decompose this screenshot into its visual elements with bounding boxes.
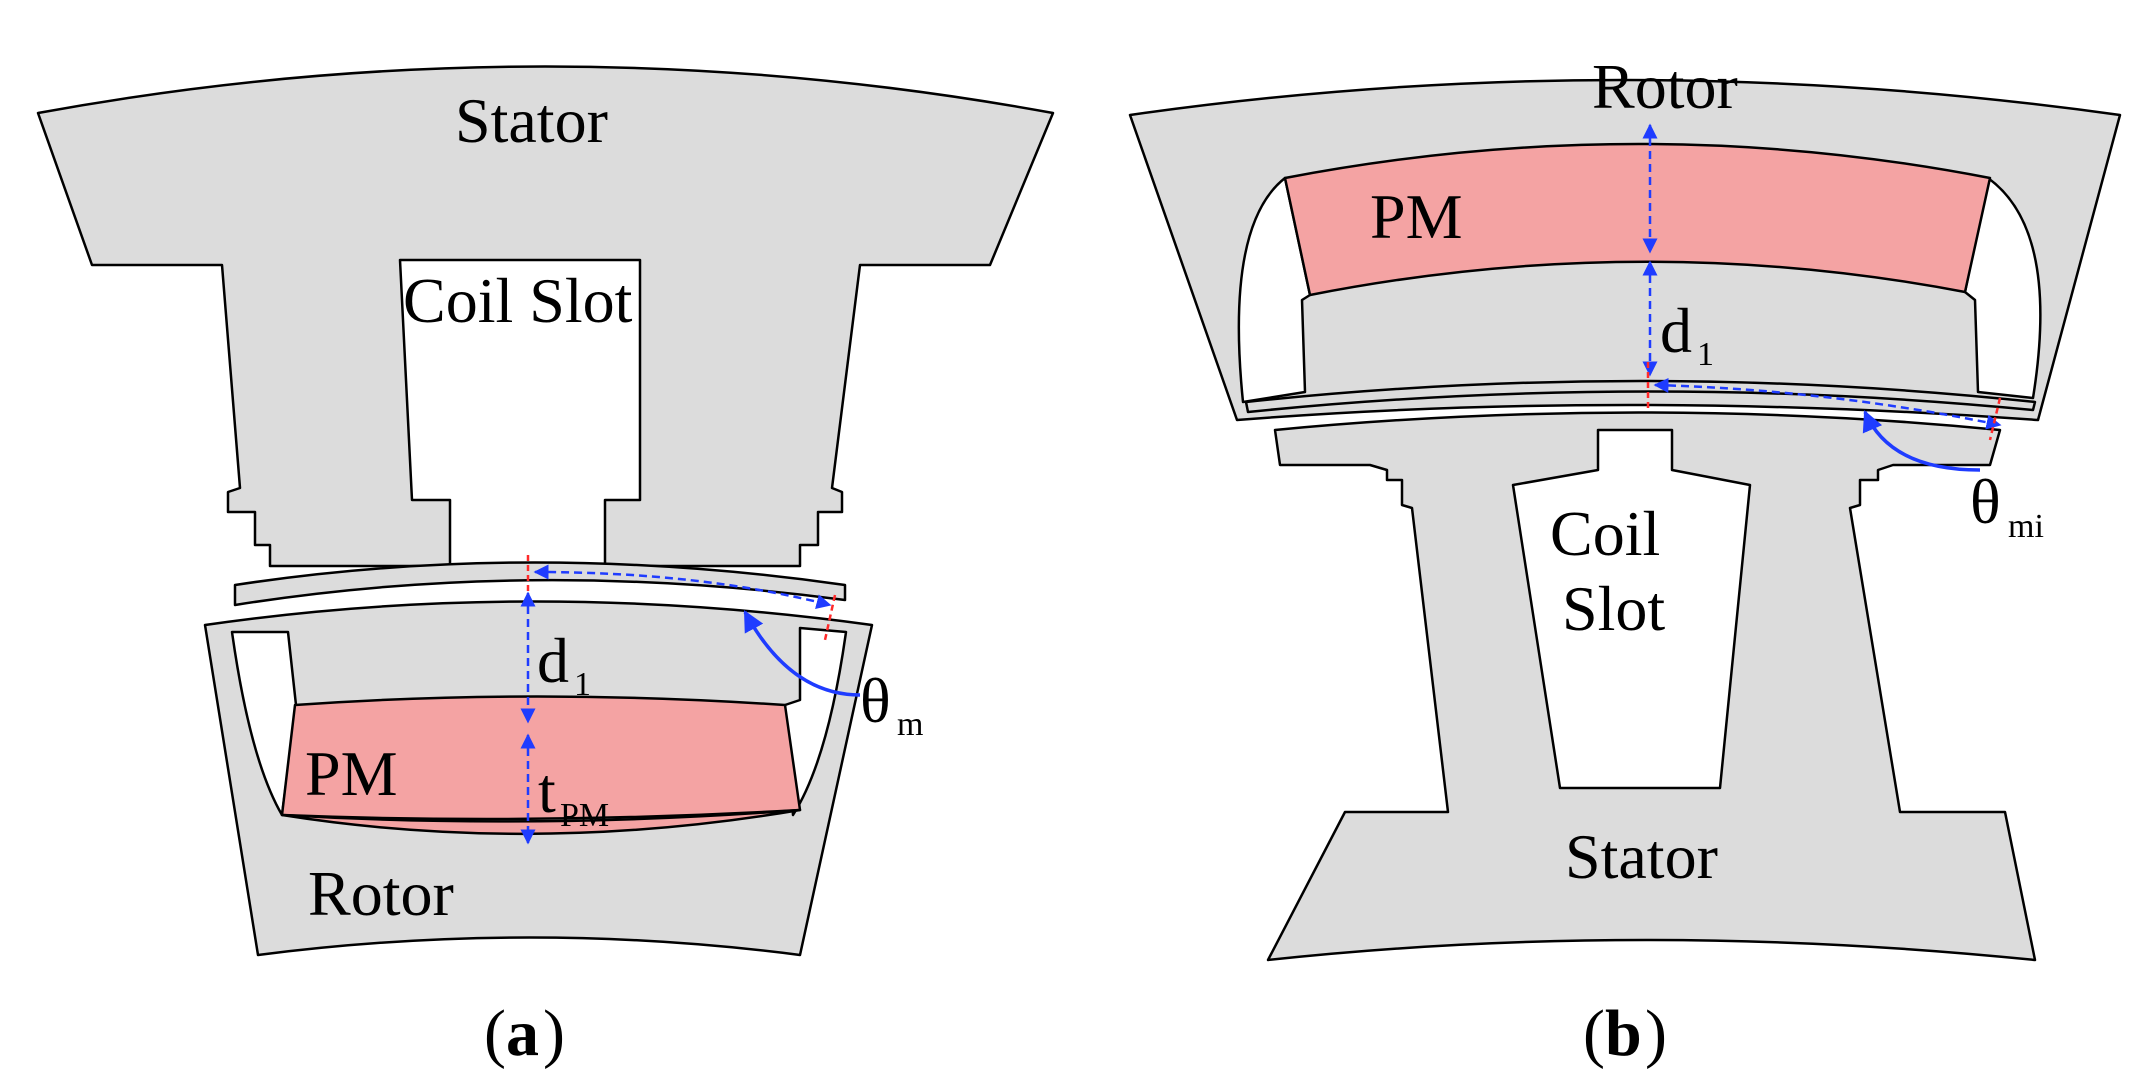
rotor-label-a: Rotor — [308, 858, 454, 929]
panel-a: Stator Coil Slot PM Rotor d 1 t PM θ m (… — [36, 65, 1055, 1070]
coil-slot-label-a: Coil Slot — [403, 265, 633, 336]
coil-slot-b — [1511, 428, 1752, 790]
pm-magnet-a-bottom — [280, 808, 802, 836]
d1-label-b: d — [1660, 295, 1692, 366]
tpm-label-a: t — [538, 755, 556, 826]
pm-label-a: PM — [305, 738, 398, 809]
theta-m-subscript-a: m — [897, 706, 923, 743]
coil-slot-line2-label-b: Slot — [1562, 573, 1665, 644]
caption-b-close: ) — [1645, 997, 1667, 1070]
caption-b-open: ( — [1583, 997, 1605, 1070]
coil-slot-line1-label-b: Coil — [1550, 498, 1660, 569]
caption-a: a — [506, 997, 539, 1070]
caption-b: b — [1605, 997, 1642, 1070]
ref-line-b-edge — [1988, 397, 2002, 441]
rotor-label-b: Rotor — [1592, 51, 1738, 122]
flux-barrier-right-a — [783, 626, 848, 817]
stator-label-b: Stator — [1565, 821, 1718, 892]
theta-m-label-a: θ — [860, 665, 891, 736]
flux-barrier-left-b — [1237, 176, 1312, 404]
caption-a-open: ( — [484, 997, 506, 1070]
d1-subscript-b: 1 — [1697, 336, 1714, 373]
theta-mi-pointer-b — [1862, 410, 1981, 472]
d1-label-a: d — [537, 625, 569, 696]
ref-line-a-edge — [823, 594, 837, 641]
theta-m-pointer-a — [743, 610, 861, 697]
caption-a-close: ) — [543, 997, 565, 1070]
pm-magnet-b — [1283, 142, 1992, 297]
pm-label-b: PM — [1370, 181, 1463, 252]
theta-mi-label-b: θ — [1970, 466, 2001, 537]
stator-a — [36, 65, 1055, 568]
stator-label-a: Stator — [455, 85, 608, 156]
flux-barrier-right-b — [1963, 176, 2042, 400]
theta-m-arc-arrow-a — [533, 564, 832, 609]
d1-subscript-a: 1 — [574, 666, 591, 703]
tpm-subscript-a: PM — [560, 797, 609, 834]
theta-mi-subscript-b: mi — [2008, 508, 2044, 545]
stator-a-airgap-arc — [233, 561, 847, 607]
theta-mi-arc-arrow-b — [1653, 377, 2002, 430]
panel-b: Rotor PM d 1 θ mi Coil Slot Stator ( b ) — [1128, 51, 2122, 1070]
